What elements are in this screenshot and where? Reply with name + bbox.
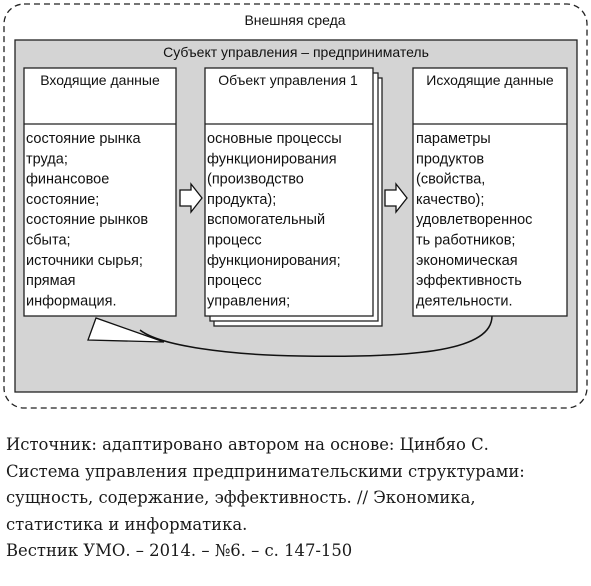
box-text-line: прямая — [26, 273, 76, 289]
box-text-line: состояние рынков — [26, 212, 148, 228]
source-line: Вестник УМО. – 2014. – №6. – с. 147-150 — [6, 541, 353, 560]
box-text-line: труда; — [26, 151, 68, 167]
box-text-line: (производство — [207, 172, 304, 188]
source-line: сущность, содержание, эффективность. // … — [6, 488, 476, 507]
input-data-lines: состояние рынка труда; финансовое состояние… — [26, 131, 148, 309]
feedback-arrow-line — [139, 315, 493, 358]
box-text-line: деятельности. — [416, 293, 513, 309]
external-environment-label: Внешняя среда — [244, 12, 345, 28]
management-object-title: Объект управления 1 — [218, 72, 358, 88]
input-data-box — [23, 67, 177, 317]
box-text-line: основные процессы — [207, 131, 342, 147]
box-text-line: (свойства, — [416, 172, 485, 188]
box-text-line: информация. — [26, 293, 116, 309]
output-data-title: Исходящие данные — [426, 72, 554, 88]
box-text-line: процесс — [207, 273, 262, 289]
management-object-box — [204, 67, 374, 317]
box-text-line: состояние рынка — [26, 131, 141, 147]
box-text-line: сбыта; — [26, 233, 71, 249]
input-data-title: Входящие данные — [40, 72, 160, 88]
box-text-line: продуктов — [416, 151, 484, 167]
box-text-line: экономическая — [416, 253, 518, 269]
box-text-line: управления; — [207, 293, 290, 309]
management-diagram: Внешняя среда Субъект управления – предп… — [3, 3, 588, 409]
box-text-line: продукта); — [207, 192, 276, 208]
box-text-line: вспомогательный — [207, 212, 325, 228]
box-text-line: состояние; — [26, 192, 99, 208]
flow-arrow-2 — [384, 182, 408, 214]
output-data-lines: параметры продуктов (свойства, качество); уд… — [416, 131, 532, 309]
box-text-line: эффективность — [416, 273, 522, 289]
management-subject-label: Субъект управления – предприниматель — [163, 44, 429, 60]
source-line: статистика и информатика. — [6, 514, 248, 534]
box-text-line: процесс — [207, 233, 262, 249]
box-text-line: финансовое — [26, 172, 109, 188]
output-data-box — [412, 67, 568, 317]
box-text-line: функционирования — [207, 151, 337, 167]
box-text-line: качество); — [416, 192, 484, 208]
box-text-line: источники сырья; — [26, 253, 143, 269]
source-line: Система управления предпринимательскими … — [6, 461, 525, 481]
source-citation: Источник: адаптировано автором на основе… — [6, 432, 589, 565]
box-text-line: удовлетвореннос — [416, 212, 532, 228]
flow-arrow-1 — [179, 182, 203, 214]
management-object-lines: основные процессы функционирования (произв… — [207, 131, 342, 309]
feedback-arrow-head — [87, 317, 165, 343]
box-text-line: функционирования; — [207, 253, 341, 269]
box-text-line: параметры — [416, 131, 491, 147]
source-line: Источник: адаптировано автором на основе… — [6, 435, 489, 454]
box-text-line: ть работников; — [416, 233, 515, 249]
